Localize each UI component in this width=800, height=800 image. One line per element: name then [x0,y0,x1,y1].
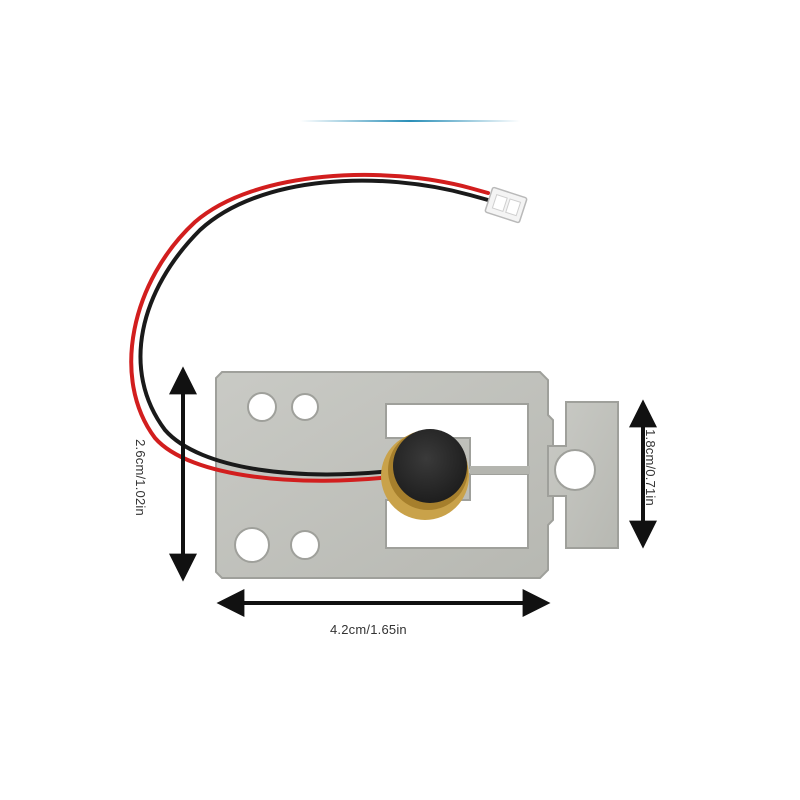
width-dimension-label: 4.2cm/1.65in [330,622,407,637]
mount-height-dimension-label: 1.8cm/0.71in [642,429,658,506]
jst-connector-icon [484,186,528,224]
plate-bridge [470,466,530,474]
vibration-motor-icon [381,429,469,520]
accent-line [300,120,520,122]
mounting-tab [547,401,619,549]
wire-black [138,178,490,477]
height-dimension-label: 2.6cm/1.02in [132,439,148,516]
wire-red [129,172,490,483]
